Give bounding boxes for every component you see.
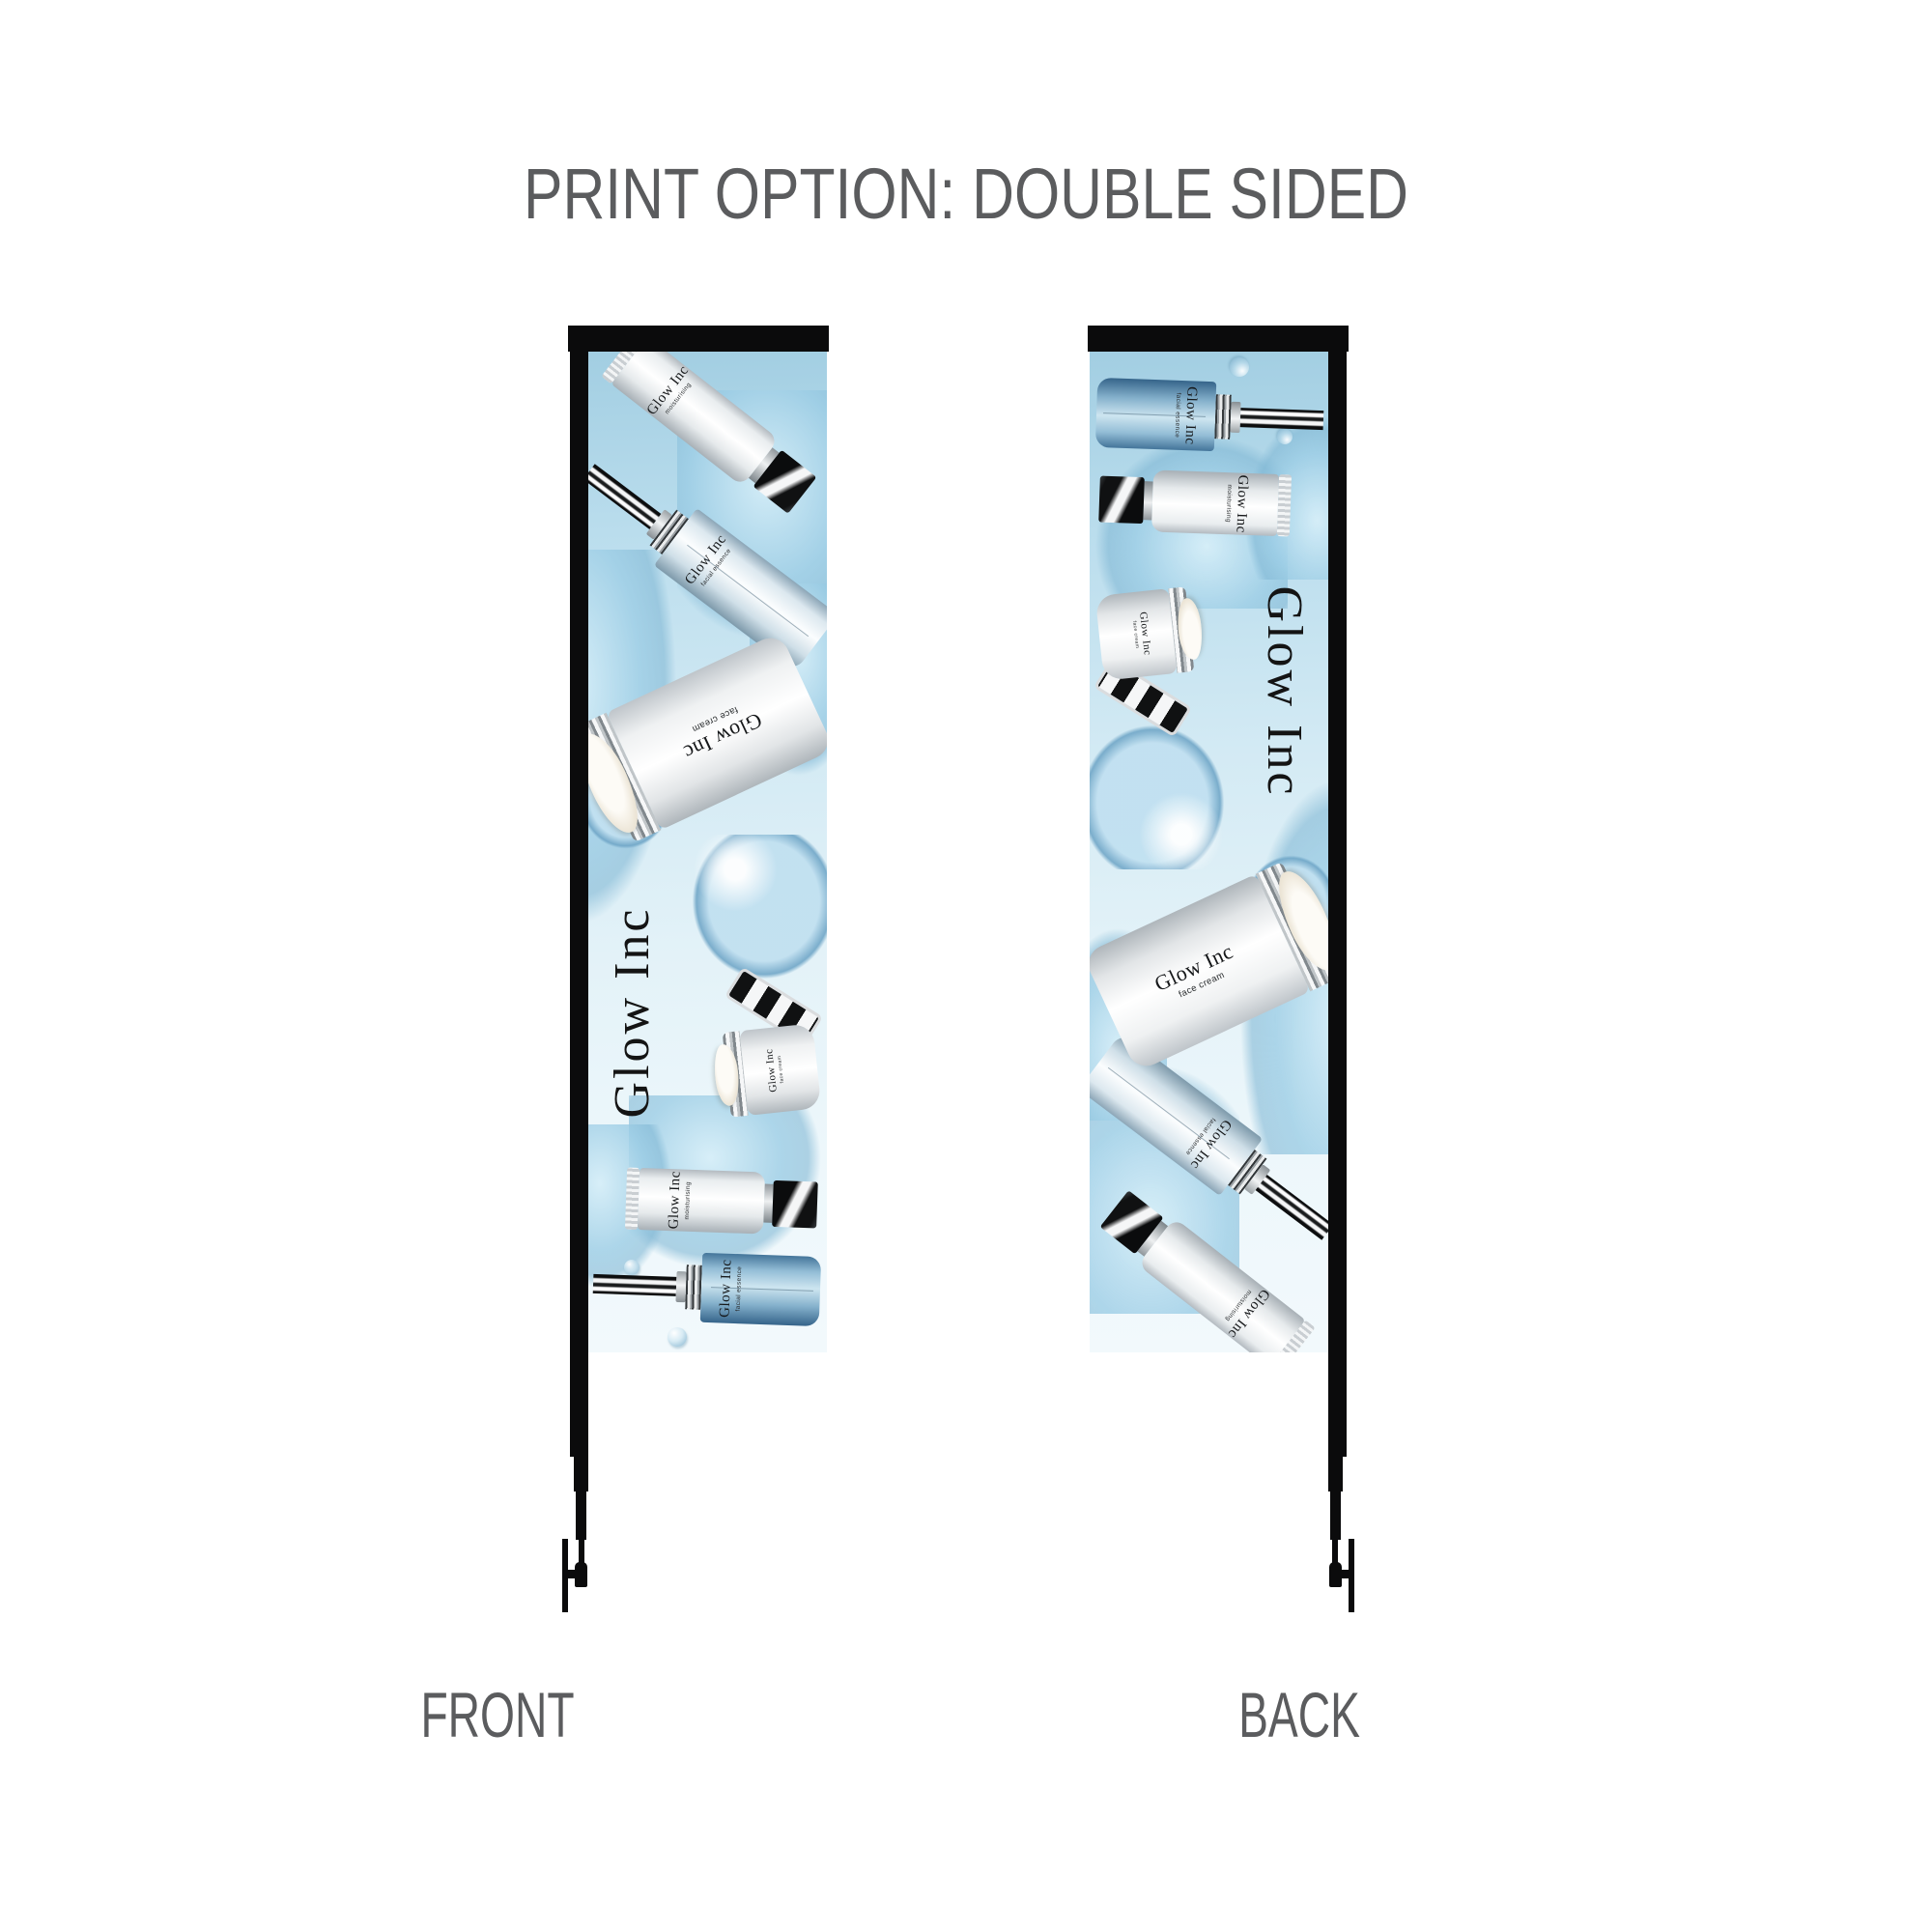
product-label: Glow Inc facial essence — [717, 1259, 743, 1318]
flag-pole-segment — [576, 1492, 586, 1540]
product-label: Glow Inc facial essence — [682, 531, 736, 592]
product-label: Glow Inc moisturising — [666, 1171, 692, 1230]
flag-pole-joint — [575, 1562, 587, 1587]
product-brand-text: Glow Inc — [763, 1047, 780, 1094]
flag-pole-joint — [1329, 1562, 1342, 1587]
pump-bottle-body: Glow Inc facial essence — [699, 1252, 822, 1327]
flag-pole-segment — [1330, 1492, 1341, 1540]
pump-stem — [1255, 1175, 1328, 1240]
flag-pole — [1328, 326, 1347, 1457]
flag-top-bar — [568, 326, 829, 352]
jar-body: Glow Inc face cream — [1094, 588, 1178, 681]
product-brand-text: Glow Inc — [1137, 611, 1153, 657]
product-type-text: moisturising — [683, 1180, 692, 1220]
pump-ring — [1230, 401, 1241, 434]
product-label: Glow Inc facial essence — [1180, 1111, 1235, 1173]
front-banner-art: Glow Inc moisturising Glow Inc — [585, 352, 827, 1352]
product-label: Glow Inc moisturising — [644, 363, 699, 424]
back-banner-art: Glow Inc moisturising Glow Inc — [1090, 352, 1328, 1352]
tube-cap — [772, 1179, 818, 1229]
water-droplet — [624, 1260, 639, 1275]
product-label: Glow Inc moisturising — [1218, 1281, 1272, 1341]
flag-pole-rod — [579, 1540, 584, 1564]
ground-stake-crossbar — [1338, 1570, 1352, 1578]
water-droplet-blob — [1090, 724, 1225, 869]
small-jar-product: Glow Inc face cream — [712, 1023, 822, 1118]
pump-bottle-product: Glow Inc facial essence — [592, 1249, 822, 1327]
front-flag-fabric: Glow Inc moisturising Glow Inc — [585, 352, 827, 1352]
product-type-text: facial essence — [734, 1265, 743, 1312]
pump-stem — [1239, 408, 1324, 431]
product-label: Glow Inc facial essence — [1174, 386, 1200, 445]
tube-product: Glow Inc moisturising — [1098, 469, 1293, 537]
back-flag: Glow Inc moisturising Glow Inc — [1088, 326, 1354, 1620]
flag-pole-segment — [1328, 1457, 1343, 1492]
front-caption: FRONT — [420, 1679, 575, 1750]
product-brand-text: Glow Inc — [666, 1170, 684, 1230]
page-title: PRINT OPTION: DOUBLE SIDED — [524, 154, 1408, 234]
tube-crimp — [1276, 474, 1293, 537]
pump-bottle-product: Glow Inc facial essence — [1094, 377, 1324, 455]
product-label: Glow Inc moisturising — [1225, 474, 1251, 533]
product-brand-text: Glow Inc — [1181, 385, 1201, 445]
water-droplet — [1230, 357, 1249, 377]
pump-stem — [585, 464, 662, 529]
pump-bottle-body: Glow Inc facial essence — [1094, 377, 1217, 452]
back-flag-fabric: Glow Inc moisturising Glow Inc — [1090, 352, 1328, 1352]
flag-pole-rod — [1332, 1540, 1338, 1564]
banner-brand-wordmark: Glow Inc — [605, 906, 660, 1119]
flag-pole-segment — [574, 1457, 588, 1492]
banner-brand-wordmark: Glow Inc — [1257, 585, 1312, 798]
jar-body: Glow Inc face cream — [739, 1023, 822, 1116]
tube-cap — [1098, 475, 1145, 525]
front-flag: Glow Inc moisturising Glow Inc — [562, 326, 829, 1620]
flag-pole — [570, 326, 588, 1457]
pump-collar — [1214, 394, 1232, 440]
tube-body: Glow Inc moisturising — [637, 1168, 766, 1235]
product-brand-text: Glow Inc — [716, 1259, 735, 1319]
water-droplet — [668, 1327, 687, 1347]
small-jar-product: Glow Inc face cream — [1094, 586, 1205, 681]
ground-stake-crossbar — [564, 1570, 579, 1578]
tube-product: Glow Inc moisturising — [624, 1167, 818, 1236]
back-caption: BACK — [1238, 1679, 1360, 1750]
product-label: Glow Inc face cream — [674, 696, 766, 765]
product-label: Glow Inc face cream — [1130, 611, 1153, 657]
product-brand-text: Glow Inc — [1233, 474, 1251, 534]
product-label: Glow Inc face cream — [763, 1047, 786, 1093]
flag-top-bar — [1088, 326, 1349, 352]
pump-stem — [592, 1273, 677, 1296]
pump-collar — [685, 1264, 702, 1310]
product-label: Glow Inc face cream — [1151, 939, 1241, 1008]
water-droplet-blob — [692, 835, 827, 980]
tube-body: Glow Inc moisturising — [1151, 469, 1280, 536]
